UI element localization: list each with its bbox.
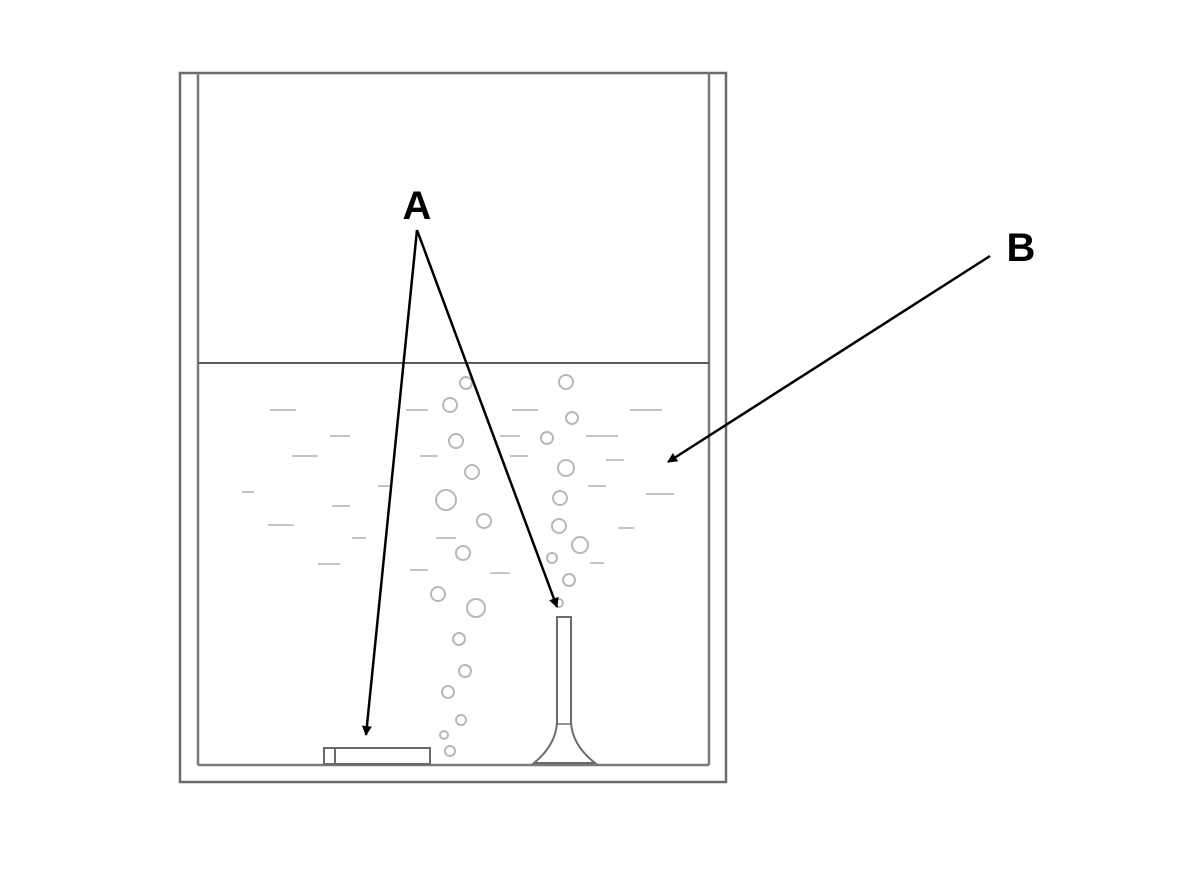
bubble (571, 536, 589, 554)
bubble (435, 489, 457, 511)
callout-label-a: A (403, 184, 432, 228)
bubble (458, 664, 472, 678)
solution-ripples (242, 409, 674, 574)
bubble (565, 411, 579, 425)
bubble (430, 586, 446, 602)
flat-part (323, 747, 431, 765)
arrow-a-to-valve-part (415, 229, 559, 608)
valve-part-outline (531, 616, 598, 764)
bubble (448, 433, 464, 449)
bubble (464, 464, 480, 480)
bubble (562, 573, 576, 587)
tank-outer-wall (178, 71, 728, 784)
callout-arrows (361, 229, 991, 736)
valve-part (531, 616, 598, 764)
bubble (441, 685, 455, 699)
bubble (552, 490, 568, 506)
bubble (476, 513, 492, 529)
tank (178, 71, 728, 784)
bubble (452, 632, 466, 646)
arrow-b-to-solution (667, 254, 991, 464)
bubble (455, 545, 471, 561)
bubble (455, 714, 467, 726)
bubble (558, 374, 574, 390)
bubble (557, 459, 575, 477)
bubble (546, 552, 558, 564)
bubble (540, 431, 554, 445)
bubble (459, 376, 473, 390)
flat-part-body (323, 747, 431, 765)
bubble (551, 518, 567, 534)
arrow-a-to-flat-part (361, 229, 419, 736)
bubble (442, 397, 458, 413)
bubble (444, 745, 456, 757)
bubble (466, 598, 486, 618)
callout-label-b: B (1007, 226, 1036, 270)
bubble (439, 730, 449, 740)
